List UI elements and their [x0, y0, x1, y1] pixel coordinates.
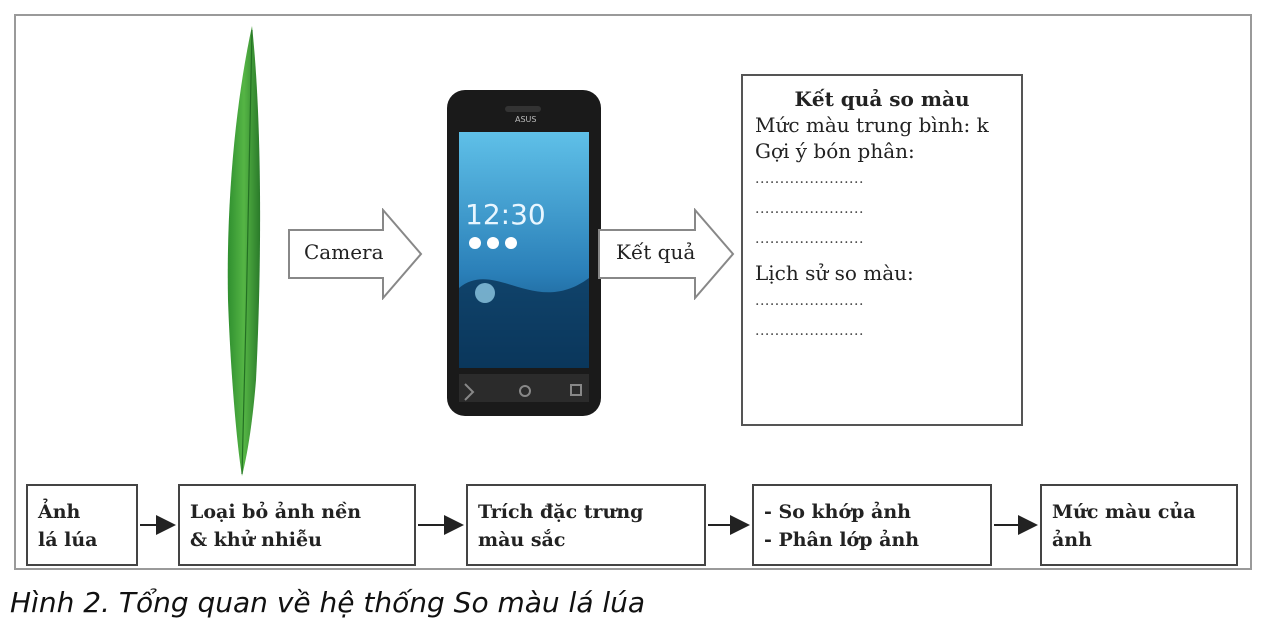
step-color-level-output: Mức màu của ảnh: [1040, 484, 1238, 566]
placeholder-dots: ......................: [755, 293, 864, 309]
diagram-frame: [14, 14, 1252, 570]
rice-leaf-image: [227, 26, 261, 476]
placeholder-dots: ......................: [755, 171, 864, 187]
step-image-matching: - So khớp ảnh - Phân lớp ảnh: [752, 484, 992, 566]
smartphone-image: 12:30 ASUS: [447, 90, 601, 416]
placeholder-dots: ......................: [755, 323, 864, 339]
history-label: Lịch sử so màu:: [755, 261, 914, 285]
placeholder-dots: ......................: [755, 201, 864, 217]
result-title: Kết quả so màu: [794, 87, 970, 111]
phone-clock: 12:30: [465, 198, 546, 231]
step-rice-leaf-image: Ảnh lá lúa: [26, 484, 138, 566]
phone-brand: ASUS: [515, 115, 536, 124]
step-color-feature-extraction: Trích đặc trưng màu sắc: [466, 484, 706, 566]
camera-arrow: [288, 208, 423, 300]
result-label: Kết quả: [616, 240, 696, 264]
step-background-removal: Loại bỏ ảnh nền & khử nhiễu: [178, 484, 416, 566]
average-color-level: Mức màu trung bình: k: [755, 113, 989, 137]
result-panel: Kết quả so màu Mức màu trung bình: k Gợi…: [741, 74, 1023, 426]
figure-caption: Hình 2. Tổng quan về hệ thống So màu lá …: [10, 586, 646, 619]
camera-label: Camera: [304, 240, 384, 264]
fertilizer-suggestion-label: Gợi ý bón phân:: [755, 139, 915, 163]
result-arrow: [598, 208, 735, 300]
placeholder-dots: ......................: [755, 231, 864, 247]
